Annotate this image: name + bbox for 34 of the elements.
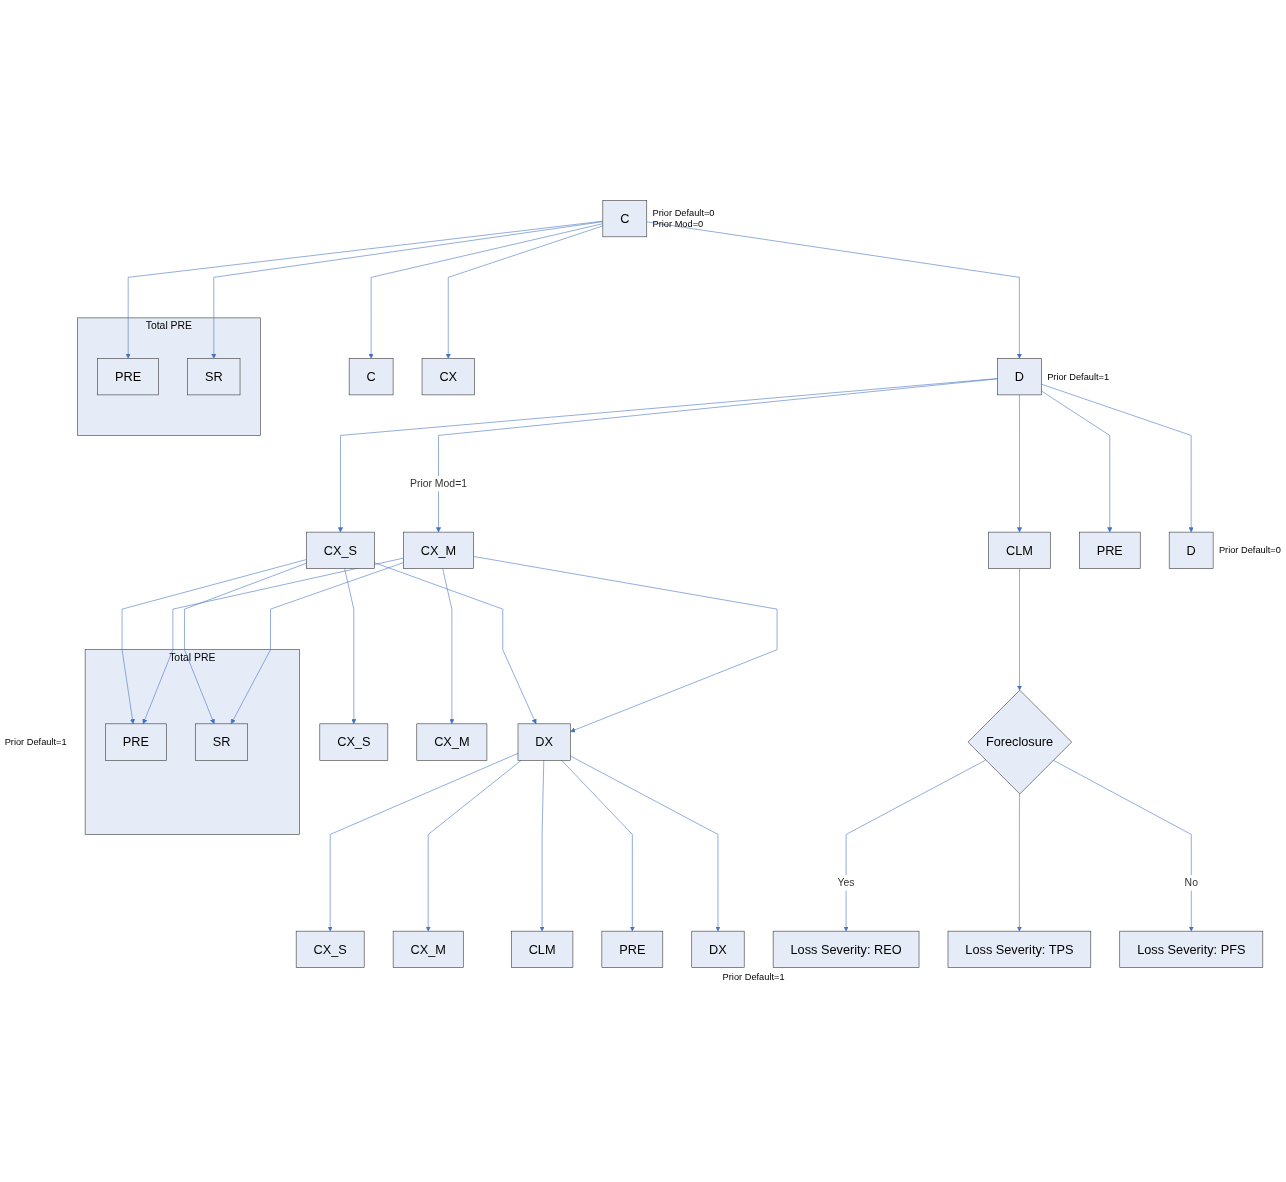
node-box: C xyxy=(602,200,648,238)
node-box: Loss Severity: TPS xyxy=(947,930,1092,968)
node-box: CX_M xyxy=(403,531,474,569)
node-box: CLM xyxy=(510,930,574,968)
node-box: SR xyxy=(187,358,241,396)
node-box: CX_S xyxy=(319,723,389,761)
node-box: CX_M xyxy=(392,930,464,968)
annotation-text: Prior Default=1 xyxy=(722,971,785,982)
node-box: D xyxy=(997,358,1042,396)
annotation-text: Prior Default=1 xyxy=(1047,371,1110,382)
node-box: CX_S xyxy=(295,930,365,968)
node-box: CLM xyxy=(988,531,1051,569)
node-box: Loss Severity: REO xyxy=(772,930,920,968)
node-box: CX_M xyxy=(416,723,488,761)
node-box: CX xyxy=(421,358,475,396)
edge-label: Prior Mod=1 xyxy=(409,477,468,490)
node-box: CX_S xyxy=(306,531,375,569)
annotation-text: Prior Default=0 xyxy=(652,207,715,218)
node-box: Loss Severity: PFS xyxy=(1119,930,1264,968)
node-box: PRE xyxy=(1079,531,1141,569)
edge-label: No xyxy=(1184,876,1198,889)
node-box: PRE xyxy=(105,723,167,761)
edge-label: Yes xyxy=(837,876,855,889)
annotation-text: Prior Mod=0 xyxy=(652,219,704,230)
annotation-text: Prior Default=0 xyxy=(1218,545,1281,556)
node-box: SR xyxy=(195,723,248,761)
annotation-text: Prior Default=1 xyxy=(4,736,67,747)
node-diamond: Foreclosure xyxy=(967,689,1072,795)
node-box: D xyxy=(1168,531,1214,569)
node-box: DX xyxy=(691,930,745,968)
node-box: PRE xyxy=(601,930,664,968)
node-box: PRE xyxy=(97,358,159,396)
node-box: DX xyxy=(517,723,571,761)
node-box: C xyxy=(348,358,394,396)
